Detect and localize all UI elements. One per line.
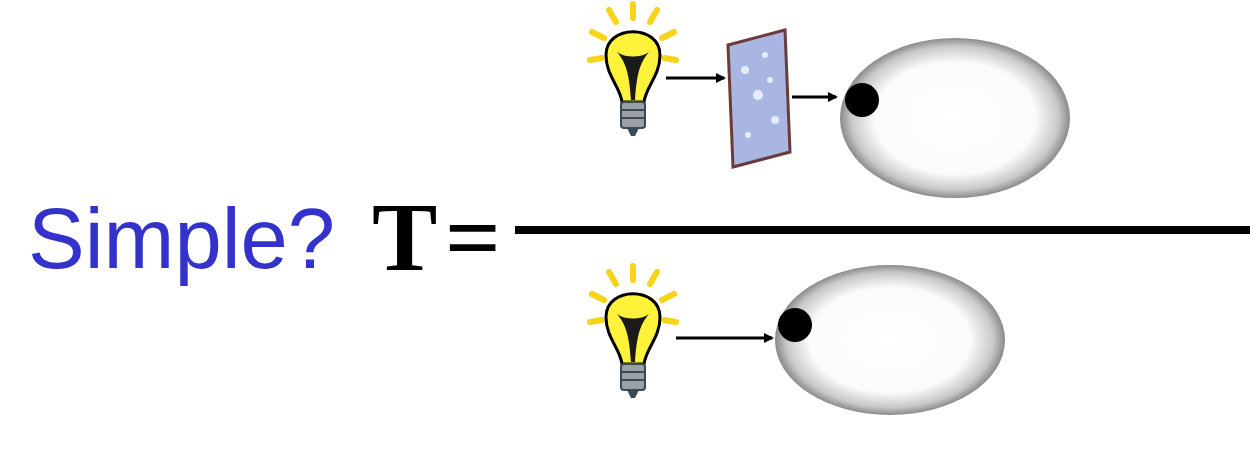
equals-sign: = (445, 188, 501, 286)
eye (840, 38, 1070, 198)
eye (775, 265, 1005, 415)
question-heading: Simple? (28, 196, 335, 281)
light-bulb (590, 266, 676, 398)
fraction-bar (515, 226, 1250, 234)
light-arrow (666, 77, 724, 80)
formula-symbol: T (372, 188, 437, 286)
sample-panel (728, 30, 790, 167)
light-arrow (792, 96, 836, 99)
light-bulb (590, 4, 676, 136)
light-arrow (676, 337, 772, 340)
